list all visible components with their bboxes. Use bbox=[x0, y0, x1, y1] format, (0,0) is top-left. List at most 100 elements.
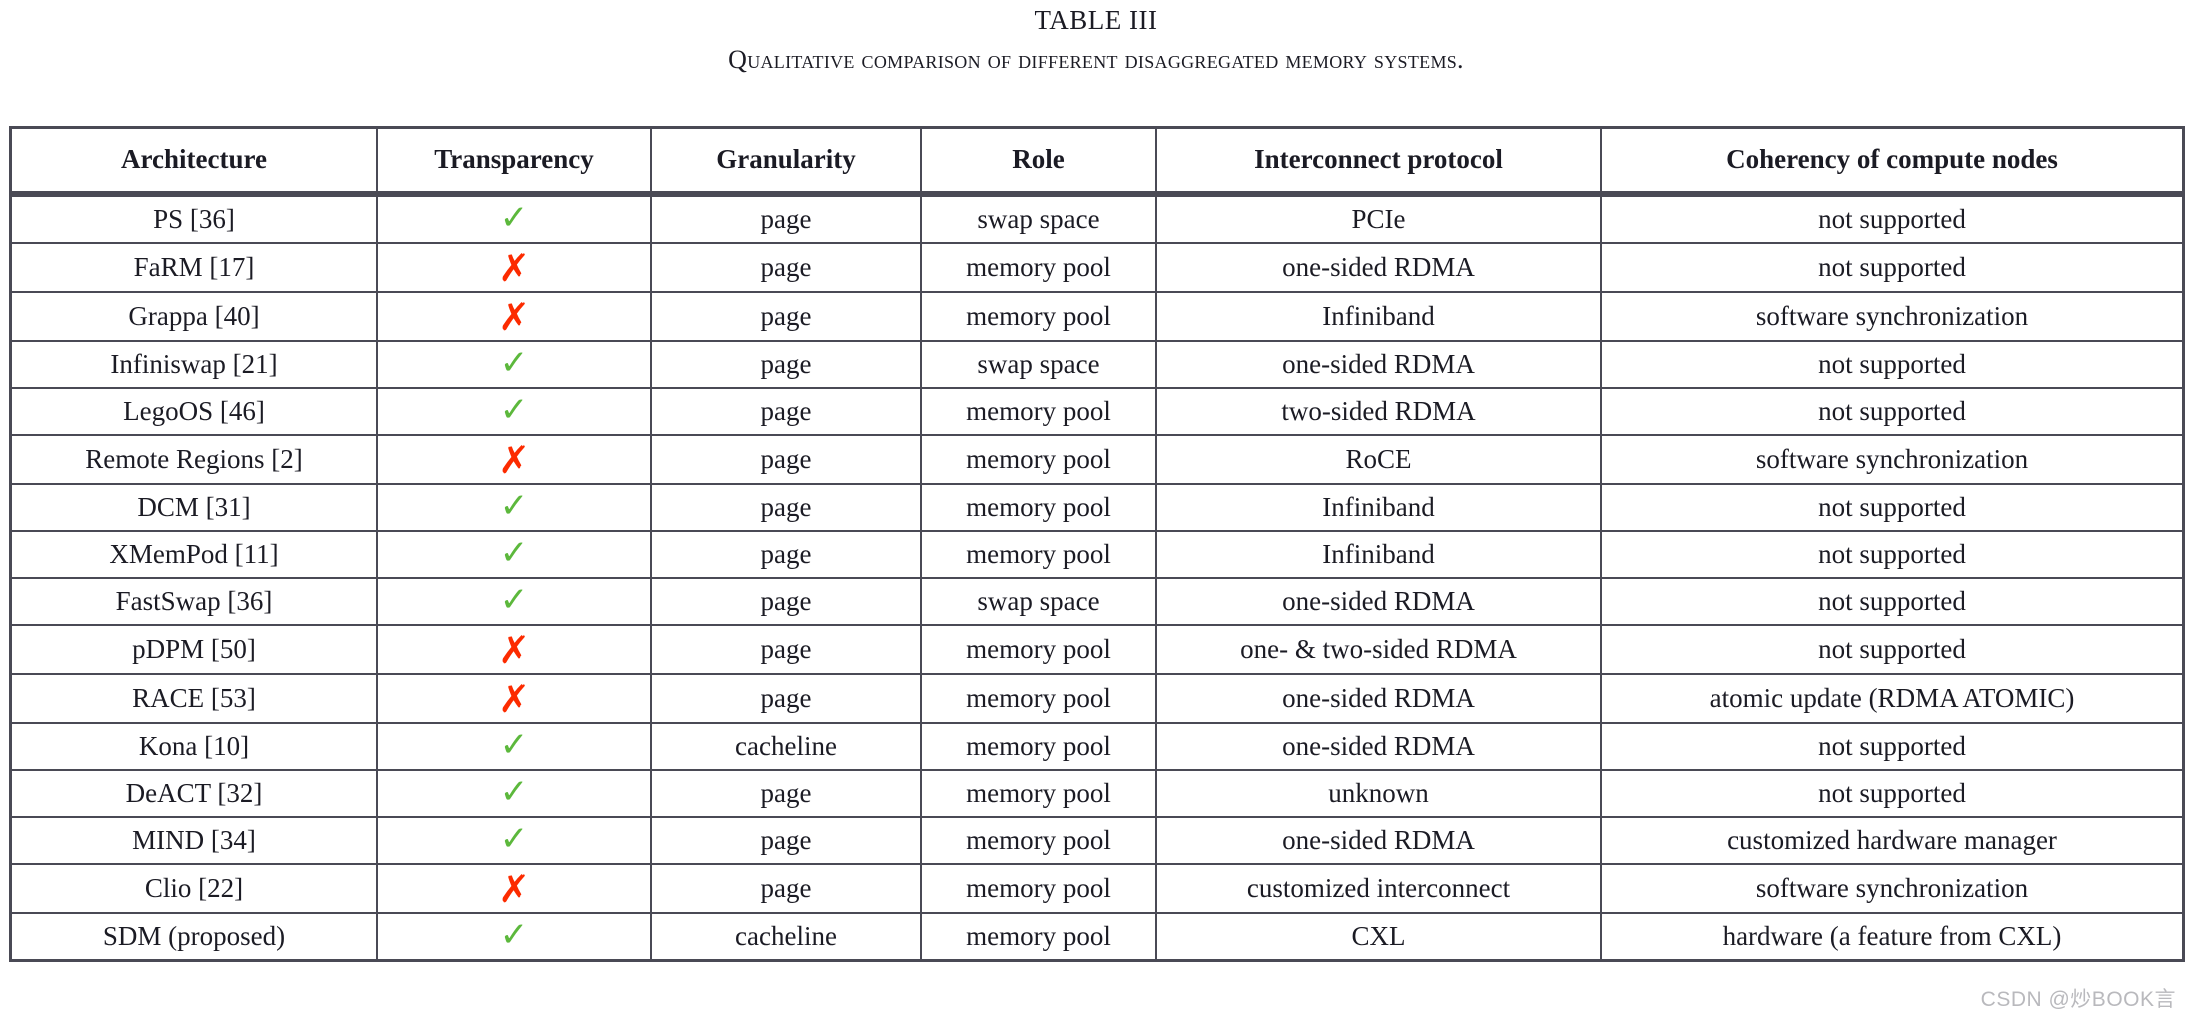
cell-coherency: atomic update (RDMA ATOMIC) bbox=[1600, 675, 2185, 724]
cell-granularity: cacheline bbox=[650, 914, 920, 962]
cell-architecture: MIND [34] bbox=[9, 818, 376, 865]
cell-transparency: ✗ bbox=[376, 626, 650, 675]
cell-role: memory pool bbox=[920, 293, 1155, 342]
cell-granularity: page bbox=[650, 436, 920, 485]
cell-role: memory pool bbox=[920, 485, 1155, 532]
cell-interconnect: RoCE bbox=[1155, 436, 1600, 485]
column-header-interconnect-protocol: Interconnect protocol bbox=[1155, 126, 1600, 194]
cell-architecture: PS [36] bbox=[9, 194, 376, 244]
cell-role: memory pool bbox=[920, 914, 1155, 962]
cell-role: memory pool bbox=[920, 818, 1155, 865]
cell-coherency: not supported bbox=[1600, 194, 2185, 244]
cell-transparency: ✓ bbox=[376, 914, 650, 962]
check-icon: ✓ bbox=[499, 486, 529, 526]
cell-coherency: not supported bbox=[1600, 389, 2185, 436]
cell-role: memory pool bbox=[920, 724, 1155, 771]
cell-granularity: page bbox=[650, 293, 920, 342]
cell-architecture: DCM [31] bbox=[9, 485, 376, 532]
cell-interconnect: two-sided RDMA bbox=[1155, 389, 1600, 436]
cell-architecture: DeACT [32] bbox=[9, 771, 376, 818]
cell-interconnect: customized interconnect bbox=[1155, 865, 1600, 914]
table-caption-block: Table III Qualitative comparison of diff… bbox=[0, 0, 2192, 77]
cell-architecture: SDM (proposed) bbox=[9, 914, 376, 962]
cell-architecture: XMemPod [11] bbox=[9, 532, 376, 579]
check-icon: ✓ bbox=[499, 772, 529, 812]
cell-granularity: page bbox=[650, 532, 920, 579]
cell-role: memory pool bbox=[920, 865, 1155, 914]
cell-coherency: customized hardware manager bbox=[1600, 818, 2185, 865]
cell-transparency: ✗ bbox=[376, 244, 650, 293]
cell-transparency: ✓ bbox=[376, 485, 650, 532]
check-icon: ✓ bbox=[499, 580, 529, 620]
cell-granularity: page bbox=[650, 865, 920, 914]
column-header-role: Role bbox=[920, 126, 1155, 194]
cell-interconnect: one-sided RDMA bbox=[1155, 818, 1600, 865]
cell-transparency: ✓ bbox=[376, 724, 650, 771]
cell-role: memory pool bbox=[920, 626, 1155, 675]
cell-granularity: page bbox=[650, 818, 920, 865]
check-icon: ✓ bbox=[499, 915, 529, 955]
cross-icon: ✗ bbox=[498, 677, 530, 721]
cell-role: memory pool bbox=[920, 244, 1155, 293]
cell-interconnect: Infiniband bbox=[1155, 293, 1600, 342]
cell-interconnect: unknown bbox=[1155, 771, 1600, 818]
cell-coherency: not supported bbox=[1600, 771, 2185, 818]
cell-coherency: hardware (a feature from CXL) bbox=[1600, 914, 2185, 962]
cell-architecture: Kona [10] bbox=[9, 724, 376, 771]
cell-granularity: page bbox=[650, 626, 920, 675]
cell-coherency: not supported bbox=[1600, 724, 2185, 771]
cell-coherency: software synchronization bbox=[1600, 865, 2185, 914]
cell-coherency: not supported bbox=[1600, 532, 2185, 579]
cell-role: memory pool bbox=[920, 771, 1155, 818]
cell-granularity: page bbox=[650, 342, 920, 389]
cell-architecture: Remote Regions [2] bbox=[9, 436, 376, 485]
cell-architecture: RACE [53] bbox=[9, 675, 376, 724]
cross-icon: ✗ bbox=[498, 628, 530, 672]
cell-coherency: not supported bbox=[1600, 485, 2185, 532]
cell-transparency: ✓ bbox=[376, 194, 650, 244]
cell-architecture: FastSwap [36] bbox=[9, 579, 376, 626]
cell-coherency: not supported bbox=[1600, 626, 2185, 675]
cell-interconnect: one-sided RDMA bbox=[1155, 675, 1600, 724]
check-icon: ✓ bbox=[499, 819, 529, 859]
check-icon: ✓ bbox=[499, 533, 529, 573]
comparison-table-container: Architecture Transparency Granularity Ro… bbox=[9, 126, 2185, 962]
cell-role: swap space bbox=[920, 342, 1155, 389]
cell-transparency: ✓ bbox=[376, 579, 650, 626]
comparison-table: Architecture Transparency Granularity Ro… bbox=[9, 126, 2185, 962]
cell-architecture: FaRM [17] bbox=[9, 244, 376, 293]
table-header: Architecture Transparency Granularity Ro… bbox=[9, 126, 2185, 194]
cell-granularity: page bbox=[650, 389, 920, 436]
cell-coherency: not supported bbox=[1600, 579, 2185, 626]
cell-granularity: page bbox=[650, 675, 920, 724]
cell-granularity: page bbox=[650, 485, 920, 532]
cell-architecture: Clio [22] bbox=[9, 865, 376, 914]
cell-granularity: cacheline bbox=[650, 724, 920, 771]
column-header-coherency-of-compute-nodes: Coherency of compute nodes bbox=[1600, 126, 2185, 194]
column-header-transparency: Transparency bbox=[376, 126, 650, 194]
check-icon: ✓ bbox=[499, 343, 529, 383]
column-header-granularity: Granularity bbox=[650, 126, 920, 194]
check-icon: ✓ bbox=[499, 390, 529, 430]
cell-interconnect: one-sided RDMA bbox=[1155, 579, 1600, 626]
cell-interconnect: Infiniband bbox=[1155, 532, 1600, 579]
table-header-row: Architecture Transparency Granularity Ro… bbox=[9, 126, 2185, 194]
cell-coherency: software synchronization bbox=[1600, 293, 2185, 342]
cell-interconnect: Infiniband bbox=[1155, 485, 1600, 532]
cell-interconnect: one-sided RDMA bbox=[1155, 342, 1600, 389]
cell-role: swap space bbox=[920, 194, 1155, 244]
cell-role: swap space bbox=[920, 579, 1155, 626]
cross-icon: ✗ bbox=[498, 246, 530, 290]
cell-coherency: not supported bbox=[1600, 342, 2185, 389]
cell-architecture: pDPM [50] bbox=[9, 626, 376, 675]
